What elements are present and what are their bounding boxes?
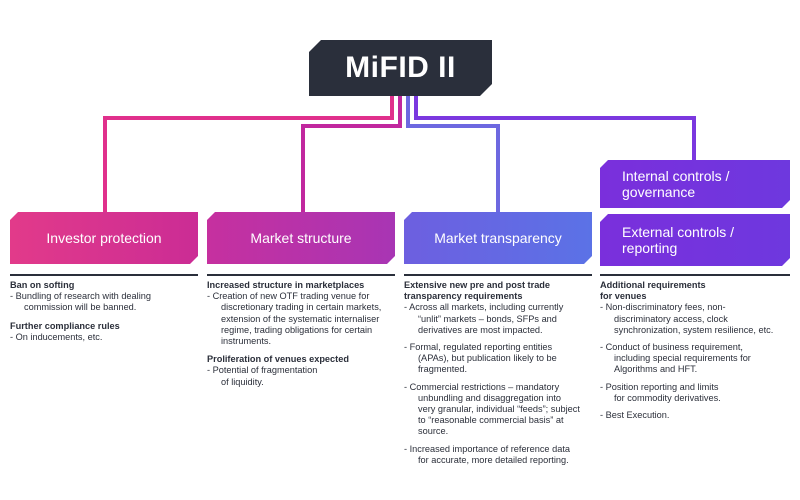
divider-rule-3 bbox=[404, 274, 592, 276]
col3-item-4: - Increased importance of reference data… bbox=[404, 443, 570, 465]
col3-item-3: - Commercial restrictions – mandatory un… bbox=[404, 381, 580, 437]
connector-controls bbox=[414, 96, 696, 160]
market-structure-details: Increased structure in marketplaces - Cr… bbox=[207, 280, 397, 388]
col2-heading-2: Proliferation of venues expected bbox=[207, 354, 349, 365]
col1-item-2: - On inducements, etc. bbox=[10, 331, 103, 342]
col4-item-4: - Best Execution. bbox=[600, 410, 670, 421]
external-controls-label: External controls /reporting bbox=[622, 224, 735, 256]
col4-item-1: - Non-discriminatory fees, non- discrimi… bbox=[600, 302, 774, 335]
col4-item-2: - Conduct of business requirement, inclu… bbox=[600, 342, 751, 375]
col2-item-1: - Creation of new OTF trading venue for … bbox=[207, 291, 382, 347]
title-box: MiFID II bbox=[309, 40, 492, 96]
divider-rule-2 bbox=[207, 274, 395, 276]
external-controls-box: External controls /reporting bbox=[600, 214, 790, 266]
connector-transparency bbox=[406, 96, 500, 212]
market-transparency-label: Market transparency bbox=[434, 230, 562, 246]
internal-controls-box: Internal controls /governance bbox=[600, 160, 790, 208]
connector-market-structure bbox=[301, 96, 402, 212]
col1-heading-1: Ban on softing bbox=[10, 280, 75, 290]
connector-investor bbox=[103, 96, 394, 212]
col1-heading-2: Further compliance rules bbox=[10, 320, 120, 331]
market-structure-box: Market structure bbox=[207, 212, 395, 264]
investor-protection-box: Investor protection bbox=[10, 212, 198, 264]
divider-rule-1 bbox=[10, 274, 198, 276]
investor-protection-label: Investor protection bbox=[46, 230, 162, 246]
divider-rule-4 bbox=[600, 274, 790, 276]
col3-item-2: - Formal, regulated reporting entities (… bbox=[404, 342, 557, 375]
col2-heading-1: Increased structure in marketplaces bbox=[207, 280, 365, 290]
title: MiFID II bbox=[345, 51, 456, 84]
internal-controls-label: Internal controls /governance bbox=[622, 168, 730, 200]
col3-item-1: - Across all markets, including currentl… bbox=[404, 302, 564, 335]
col4-item-3: - Position reporting and limits for comm… bbox=[600, 381, 721, 403]
investor-protection-details: Ban on softing - Bundling of research wi… bbox=[10, 280, 198, 343]
market-structure-label: Market structure bbox=[250, 230, 352, 246]
market-transparency-box: Market transparency bbox=[404, 212, 592, 264]
